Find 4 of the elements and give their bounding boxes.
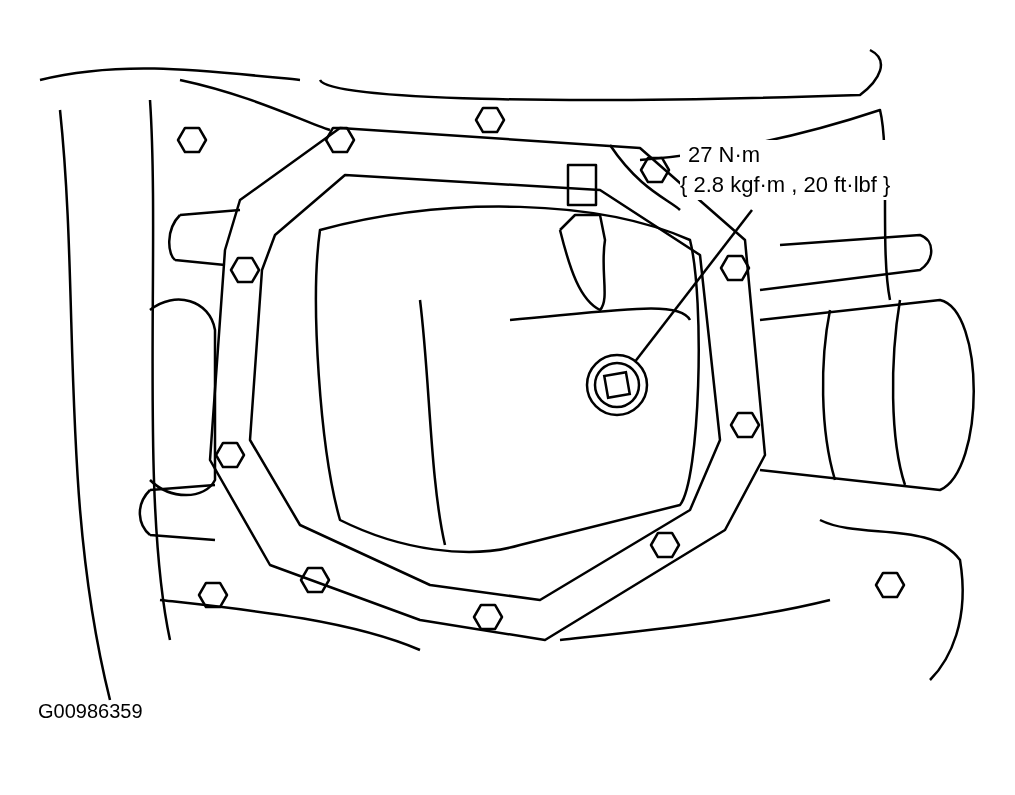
figure-code: G00986359 <box>38 700 143 723</box>
torque-conversion: { 2.8 kgf·m , 20 ft·lbf } <box>680 170 891 200</box>
drain-plug <box>585 353 649 417</box>
leader-line <box>634 209 753 362</box>
